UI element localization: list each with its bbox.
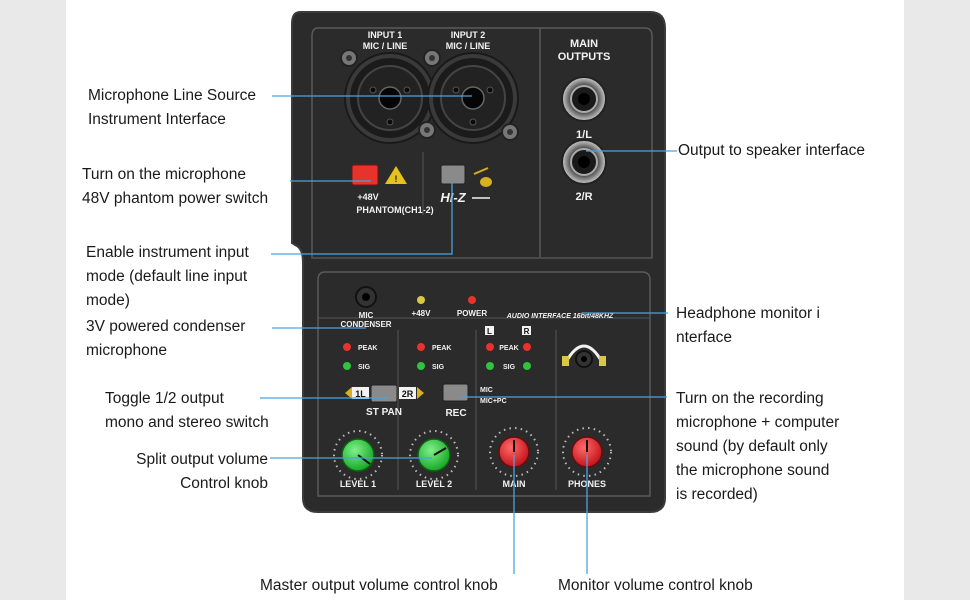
callout-output: Output to speaker interface: [678, 142, 865, 159]
callout-instrument: Enable instrument input mode (default li…: [86, 244, 249, 309]
input2-label-1: INPUT 2: [451, 30, 486, 40]
callout-recording: Turn on the recording microphone + compu…: [676, 390, 840, 503]
plus48v-label: +48V: [357, 192, 378, 202]
mic-condenser-label-1: MIC: [359, 311, 374, 320]
main-knob[interactable]: [489, 427, 539, 477]
st-pan-label: ST PAN: [366, 407, 402, 418]
r-badge: [522, 326, 531, 335]
main-outputs-label-1: MAIN: [570, 38, 598, 50]
led-power: [468, 296, 476, 304]
left-margin: [0, 0, 66, 600]
sig-label-1: SIG: [358, 364, 371, 371]
callout-split: Split output volume Control knob: [136, 451, 268, 492]
out-1l-label: 1/L: [576, 129, 592, 141]
mic-condenser-jack[interactable]: [355, 286, 377, 308]
input1-label-1: INPUT 1: [368, 30, 403, 40]
audio-interface-label: AUDIO INTERFACE 16bit/48KHZ: [506, 313, 614, 320]
r-label: R: [524, 327, 530, 336]
callout-mic-line: Microphone Line Source Instrument Interf…: [88, 87, 257, 128]
callout-condenser: 3V powered condenser microphone: [86, 318, 246, 359]
sig-led-l: [486, 362, 494, 370]
main-label: MAIN: [503, 479, 526, 489]
hiz-label: HI-Z: [440, 190, 466, 205]
warning-icon: [385, 166, 407, 184]
led-power-label: POWER: [457, 309, 487, 318]
sig-label-2: SIG: [432, 364, 445, 371]
peak-led-1: [343, 343, 351, 351]
st-1l-label: 1L: [355, 389, 366, 399]
phantom-ch-label: PHANTOM(CH1-2): [356, 205, 433, 215]
peak-led-l: [486, 343, 494, 351]
phantom-48v-button[interactable]: [351, 164, 379, 186]
callout-phantom: Turn on the microphone 48V phantom power…: [82, 166, 269, 207]
output-1l-jack[interactable]: [561, 76, 607, 122]
sig-led-2: [417, 362, 425, 370]
level2-label: LEVEL 2: [416, 479, 452, 489]
hiz-button[interactable]: [440, 164, 466, 185]
l-label: L: [487, 327, 492, 336]
rec-micpc-label: MIC+PC: [480, 398, 507, 405]
mic-condenser-label-2: CONDENSER: [340, 320, 391, 329]
st-pan-switch[interactable]: [370, 384, 398, 403]
peak-label-1: PEAK: [358, 345, 377, 352]
rec-label: REC: [445, 408, 466, 419]
peak-label-main: PEAK: [499, 345, 518, 352]
arrow-right-icon: [417, 387, 424, 399]
svg-text:!: !: [395, 174, 398, 184]
callout-master: Master output volume control knob: [260, 577, 498, 594]
input1-label-2: MIC / LINE: [363, 41, 408, 51]
level1-knob[interactable]: [333, 430, 383, 480]
led-48v: [417, 296, 425, 304]
main-outputs-label-2: OUTPUTS: [558, 51, 611, 63]
callout-toggle: Toggle 1/2 output mono and stereo switch: [105, 390, 269, 431]
level2-knob[interactable]: [409, 430, 459, 480]
right-margin: [904, 0, 970, 600]
phones-label: PHONES: [568, 479, 606, 489]
callout-monitor: Monitor volume control knob: [558, 577, 753, 594]
callout-headphone: Headphone monitor i nterface: [676, 305, 820, 346]
led-48v-label: +48V: [412, 309, 432, 318]
peak-led-2: [417, 343, 425, 351]
level1-label: LEVEL 1: [340, 479, 376, 489]
rec-switch[interactable]: [442, 383, 469, 402]
l-badge: [485, 326, 494, 335]
guitar-icon: [473, 167, 492, 187]
sig-label-main: SIG: [503, 364, 516, 371]
sig-led-r: [523, 362, 531, 370]
rec-mic-label: MIC: [480, 387, 493, 394]
headphone-jack[interactable]: [562, 344, 606, 368]
st-2r-label: 2R: [402, 389, 414, 399]
out-2r-label: 2/R: [575, 191, 592, 203]
sig-led-1: [343, 362, 351, 370]
input2-combo-jack[interactable]: [427, 52, 519, 144]
input2-label-2: MIC / LINE: [446, 41, 491, 51]
peak-led-r: [523, 343, 531, 351]
peak-label-2: PEAK: [432, 345, 451, 352]
lower-panel-border: [317, 271, 651, 497]
input1-combo-jack[interactable]: [344, 52, 436, 144]
output-2r-jack[interactable]: [561, 139, 607, 185]
arrow-left-icon: [345, 387, 352, 399]
